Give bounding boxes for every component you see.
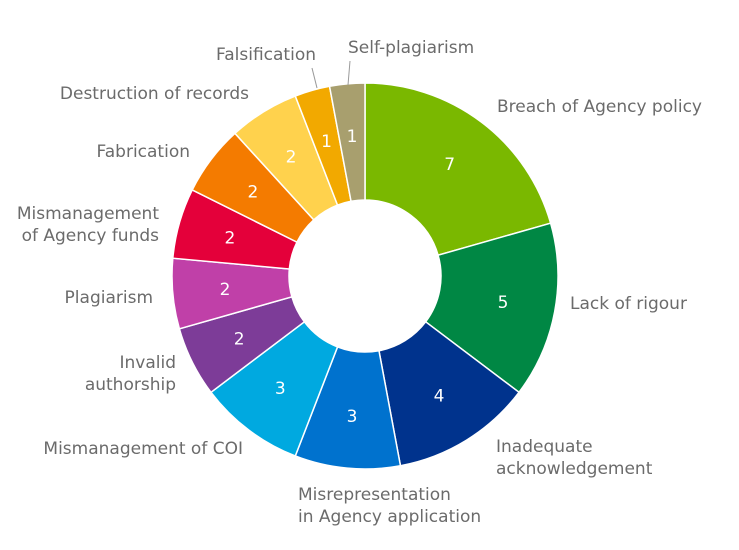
category-label-6: Plagiarism: [65, 288, 153, 308]
category-label-4: Mismanagement of COI: [43, 439, 243, 459]
value-label-0: 7: [444, 155, 455, 175]
leader-line-10: [311, 67, 318, 89]
value-label-8: 2: [247, 182, 258, 202]
category-label-0: Breach of Agency policy: [497, 97, 702, 117]
slice-0: [364, 82, 552, 257]
slices: [171, 82, 559, 470]
slice-2: [378, 320, 521, 467]
value-label-1: 5: [498, 293, 509, 313]
value-label-6: 2: [220, 280, 231, 300]
value-label-9: 2: [286, 148, 297, 168]
slice-11: [328, 82, 366, 203]
value-label-5: 2: [234, 330, 245, 350]
value-label-11: 1: [347, 127, 358, 147]
leader-lines: [311, 60, 351, 89]
category-label-8: Fabrication: [97, 142, 190, 162]
value-label-3: 3: [347, 407, 358, 427]
value-label-10: 1: [321, 132, 332, 152]
category-label-1: Lack of rigour: [570, 294, 687, 314]
category-label-10: Falsification: [216, 45, 316, 65]
value-label-4: 3: [275, 379, 286, 399]
category-label-11: Self-plagiarism: [348, 38, 474, 58]
slice-1: [424, 222, 559, 394]
value-label-7: 2: [224, 229, 235, 249]
leader-line-11: [347, 60, 351, 86]
category-label-9: Destruction of records: [60, 84, 249, 104]
value-label-2: 4: [434, 387, 445, 407]
